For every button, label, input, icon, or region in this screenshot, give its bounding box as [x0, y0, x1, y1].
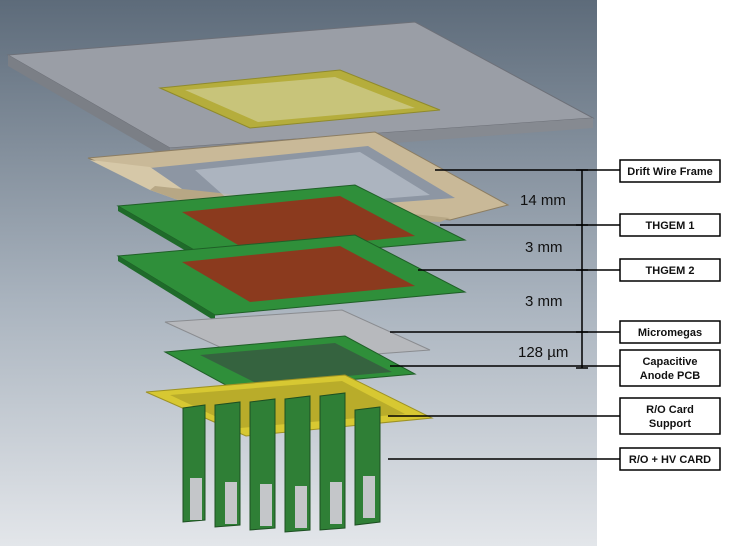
thgem-2-board [116, 234, 467, 321]
ro-hv-cards [182, 392, 381, 533]
svg-text:Support: Support [649, 418, 691, 430]
svg-text:R/O Card: R/O Card [646, 404, 694, 416]
svg-text:Drift Wire Frame: Drift Wire Frame [627, 166, 712, 178]
label-thgem-2: THGEM 2 [619, 258, 721, 282]
svg-text:Micromegas: Micromegas [638, 327, 702, 339]
dimension-gap-2: 3 mm [525, 239, 563, 256]
label-drift-wire-frame: Drift Wire Frame [619, 159, 721, 183]
label-ro-hv-card: R/O + HV CARD [619, 447, 721, 471]
dimension-gap-1: 14 mm [520, 192, 566, 209]
label-ro-card-support: R/O Card Support [619, 397, 721, 435]
capacitive-anode-pcb [163, 335, 417, 391]
thgem-1-board [116, 184, 467, 268]
dimension-gap-4: 128 µm [518, 344, 568, 361]
svg-text:Capacitive: Capacitive [642, 356, 697, 368]
label-thgem-1: THGEM 1 [619, 213, 721, 237]
leader-lines [388, 169, 620, 460]
label-capacitive-anode-pcb: Capacitive Anode PCB [619, 349, 721, 387]
svg-text:R/O + HV CARD: R/O + HV CARD [629, 454, 711, 466]
label-micromegas: Micromegas [619, 320, 721, 344]
svg-text:THGEM 1: THGEM 1 [646, 220, 695, 232]
svg-text:Anode PCB: Anode PCB [640, 370, 701, 382]
svg-text:THGEM 2: THGEM 2 [646, 265, 695, 277]
dimension-gap-3: 3 mm [525, 293, 563, 310]
